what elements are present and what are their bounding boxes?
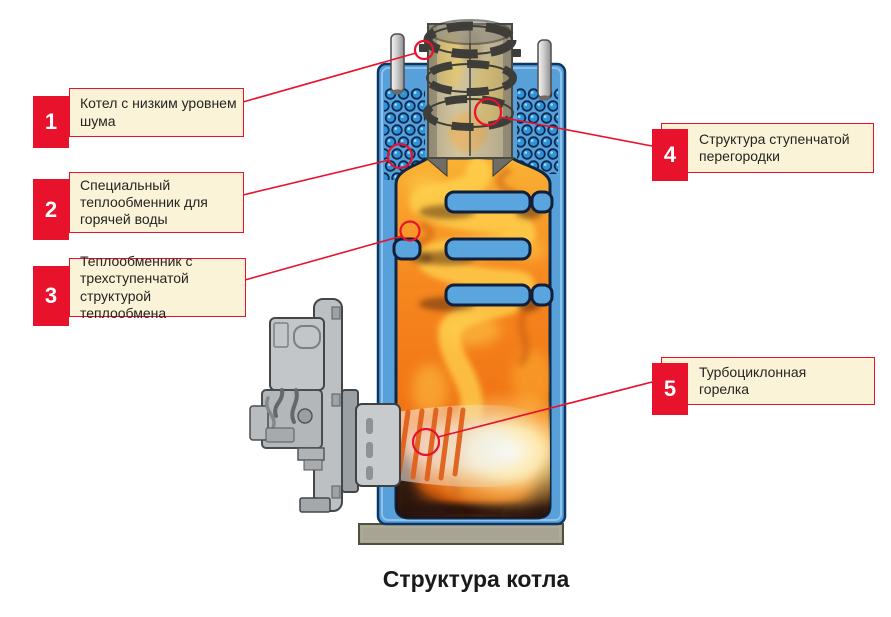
leader-line-5 [437, 381, 653, 438]
callout-2-number: 2 [33, 179, 69, 240]
water-pipes [390, 33, 552, 101]
baffle-bars [392, 190, 554, 307]
callout-2-label: Специальный теплообменник для горячей во… [80, 176, 208, 228]
callout-1: 1 Котел с низким уровнем шума [33, 88, 244, 148]
heat-exchanger-tubes [384, 88, 558, 180]
callout-4-number: 4 [652, 129, 688, 181]
figure-title: Структура котла [382, 566, 570, 592]
callout-1-number: 1 [33, 96, 69, 148]
stepped-partition-rings [423, 21, 517, 131]
callout-5: 5 Турбоциклонная горелка [652, 357, 875, 415]
burner-blast-tube [355, 403, 401, 487]
leader-line-3 [244, 235, 403, 281]
callout-leaders [242, 39, 653, 457]
callout-1-label-box: Котел с низким уровнем шума [69, 88, 244, 137]
callout-4: 4 Структура ступенчатой перегородки [652, 123, 874, 181]
target-circle-3 [399, 220, 421, 242]
callout-2-label-box: Специальный теплообменник для горячей во… [69, 172, 244, 233]
callout-2: 2 Специальный теплообменник для горячей … [33, 172, 244, 240]
target-circle-4 [473, 97, 503, 127]
callout-1-label: Котел с низким уровнем шума [80, 95, 237, 129]
callout-5-number: 5 [652, 363, 688, 415]
callout-5-label: Турбоциклонная горелка [699, 363, 807, 397]
flame-channel [392, 156, 554, 520]
callout-3-label: Теплообменник с трехступенчатой структур… [80, 253, 193, 321]
leader-line-4 [499, 116, 653, 147]
burner-assembly [249, 298, 401, 513]
callout-4-label: Структура ступенчатой перегородки [699, 130, 850, 164]
top-cylinder [419, 19, 521, 159]
leader-line-2 [242, 159, 390, 196]
target-circle-1 [413, 39, 435, 61]
target-circle-5 [411, 427, 441, 457]
callout-4-label-box: Структура ступенчатой перегородки [661, 123, 874, 173]
callout-3-number: 3 [33, 266, 69, 326]
callout-3-label-box: Теплообменник с трехступенчатой структур… [69, 253, 246, 321]
callout-3: 3 Теплообменник с трехступенчатой структ… [33, 253, 246, 326]
boiler-base [358, 523, 564, 545]
leader-line-1 [242, 52, 417, 103]
callout-5-label-box: Турбоциклонная горелка [661, 357, 875, 405]
target-circle-2 [386, 142, 414, 170]
